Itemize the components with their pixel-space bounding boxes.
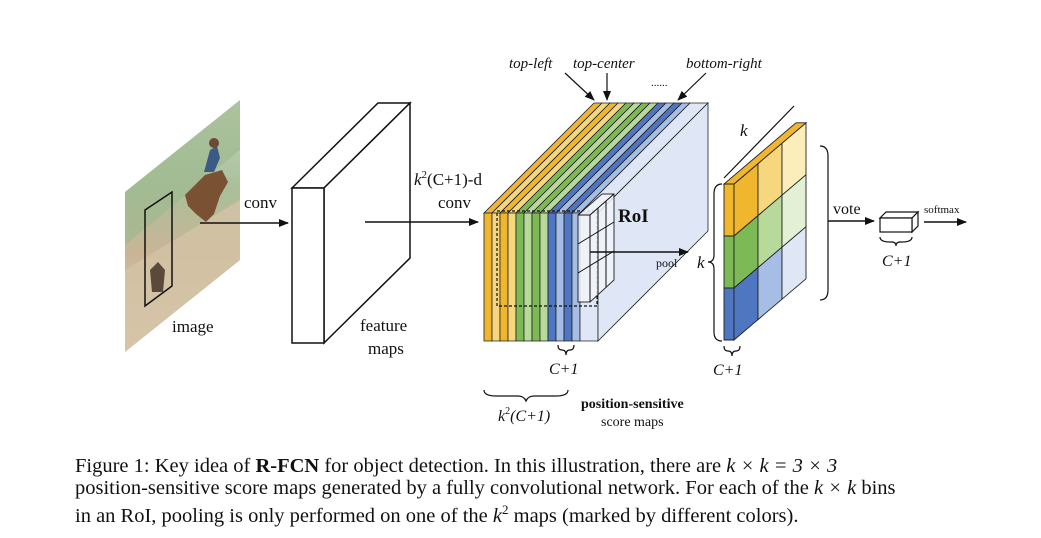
score-map-front (491, 212, 501, 342)
score-map-front (555, 212, 565, 342)
conv-label-1: conv (244, 193, 278, 212)
roi-label: RoI (618, 206, 649, 227)
top-left-label: top-left (509, 56, 553, 72)
feature-maps-slab (290, 101, 412, 345)
score-map-front (499, 212, 509, 342)
score-map-front (515, 212, 525, 342)
k2-sup: 2 (505, 406, 510, 417)
k2-label: k2(C+1) (498, 406, 550, 425)
cplus1-brace (557, 344, 575, 356)
caption-line-3: in an RoI, pooling is only performed on … (75, 499, 1015, 527)
pooled-grid (722, 121, 808, 341)
caption-rfcn: R-FCN (255, 455, 320, 477)
caption-l3-b: maps (marked by different colors). (508, 504, 799, 527)
softmax-label: softmax (924, 204, 960, 216)
caption-l2-math: k × k (813, 477, 857, 499)
grid-cplus1-label: C+1 (713, 362, 742, 379)
caption-l1-c: for object detection. In this illustrati… (319, 455, 727, 477)
score-map-front (531, 212, 541, 342)
feature-maps-label-2: maps (368, 339, 404, 358)
k-top-label: k (740, 121, 748, 140)
score-map-side (597, 102, 709, 342)
class-score-box (878, 210, 920, 234)
pooled-front-cell (723, 183, 735, 237)
conv-label-2: conv (438, 193, 472, 212)
output-cplus1-label: C+1 (882, 253, 911, 270)
caption-l1-math: k × k = 3 × 3 (726, 455, 838, 477)
k-side-label: k (697, 253, 705, 272)
top-left-arrow (564, 72, 595, 101)
k-side-brace (707, 183, 723, 342)
pooled-front-cell (723, 287, 735, 341)
caption-l3-a: in an RoI, pooling is only performed on … (75, 504, 493, 527)
caption-l3-sup: 2 (502, 502, 509, 517)
caption-line-2: position-sensitive score maps generated … (75, 477, 1015, 499)
dimension-label: k2(C+1)-d (414, 169, 482, 189)
score-map-front (507, 212, 517, 342)
score-maps-stack (483, 102, 709, 342)
input-image (125, 100, 240, 352)
score-map-front (483, 212, 493, 342)
caption-l2-b: bins (856, 477, 896, 499)
pooled-top-face (722, 122, 808, 185)
score-map-front (563, 212, 573, 342)
pooled-cell (781, 225, 807, 301)
vote-bracket (819, 145, 829, 301)
caption-l1-a: Figure 1: Key idea of (75, 455, 256, 477)
top-center-label: top-center (573, 56, 635, 72)
figure-caption: Figure 1: Key idea of R-FCN for object d… (75, 455, 1015, 527)
caption-l2-a: position-sensitive score maps generated … (75, 477, 814, 499)
score-map-front (547, 212, 557, 342)
ps-label-2: score maps (601, 415, 664, 430)
pooled-front-cell (723, 235, 735, 289)
score-map-front (523, 212, 533, 342)
roi-pool-grid (577, 193, 615, 303)
feature-maps-label-1: feature (360, 316, 407, 335)
ps-label-1: position-sensitive (581, 397, 684, 412)
cplus1-maps-label: C+1 (549, 361, 578, 378)
dots-label: ...... (651, 77, 668, 89)
bottom-right-arrow (677, 72, 707, 101)
grid-cplus1-brace (723, 345, 741, 357)
output-brace (879, 236, 913, 247)
caption-line-1: Figure 1: Key idea of R-FCN for object d… (75, 455, 1015, 477)
k2-rest: (C+1) (510, 408, 550, 425)
vote-label: vote (833, 201, 861, 218)
k-top-brace (723, 105, 795, 179)
dim-rest: (C+1)-d (427, 170, 482, 189)
rfcn-diagram: image conv feature maps k2(C+1)-d conv R… (125, 56, 967, 430)
caption-l3-math: k (492, 504, 503, 527)
score-map-front (539, 212, 549, 342)
bottom-right-label: bottom-right (686, 56, 763, 72)
k2-brace (483, 389, 569, 403)
pool-label: pool (656, 256, 678, 270)
dim-sup: 2 (422, 169, 428, 181)
k2-base: k (498, 408, 506, 425)
image-label: image (172, 317, 214, 336)
dim-k: k (414, 170, 422, 189)
